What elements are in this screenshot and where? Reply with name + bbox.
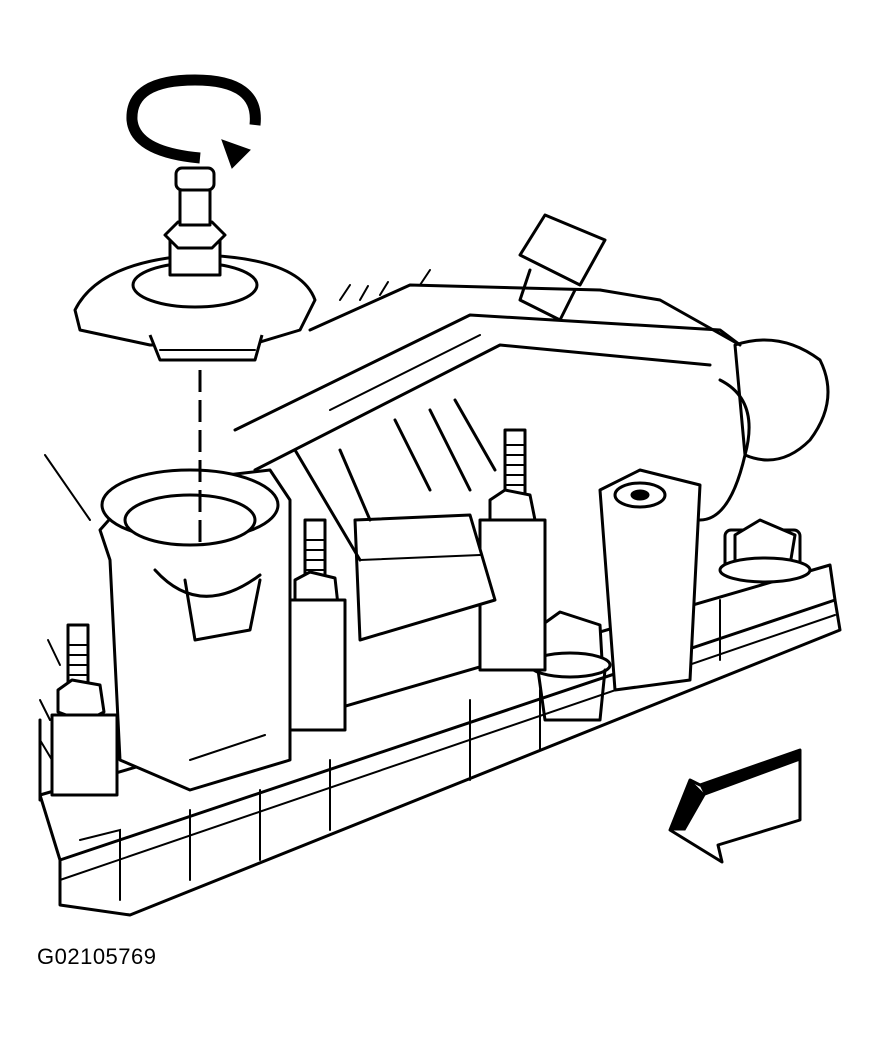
front-direction-arrow-icon [668,748,802,864]
counterclockwise-rotation-arrow-icon [126,74,261,169]
bolt-center [528,610,612,722]
bolt-right [718,518,812,584]
thermostat-housing-socket [98,468,292,792]
thermostat-assembly [73,166,317,362]
housing-tower-right [598,468,702,692]
coolant-sensor-connector [518,213,830,522]
mounting-pad [293,398,497,642]
figure-code-label: G02105769 [37,944,157,969]
stud-middle [288,518,347,732]
background-hatching [39,454,91,761]
stud-left [50,623,119,797]
stud-center [478,428,547,672]
